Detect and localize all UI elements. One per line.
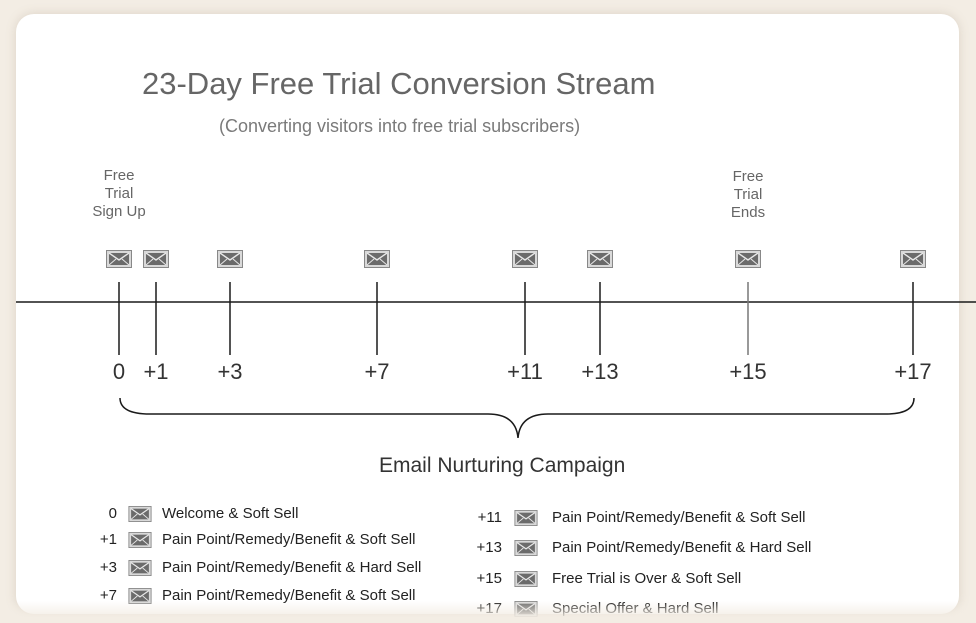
legend-day: +15 bbox=[476, 570, 502, 587]
legend-description: Welcome & Soft Sell bbox=[162, 505, 299, 522]
timeline-day-label: +1 bbox=[143, 359, 169, 384]
campaign-brace bbox=[119, 397, 915, 439]
legend-description: Pain Point/Remedy/Benefit & Hard Sell bbox=[162, 559, 422, 576]
envelope-icon bbox=[128, 588, 152, 604]
legend-day: +3 bbox=[99, 559, 117, 576]
envelope-icon bbox=[735, 250, 761, 268]
envelope-icon bbox=[128, 560, 152, 576]
legend-day: +7 bbox=[99, 587, 117, 604]
envelope-icon bbox=[106, 250, 132, 268]
envelope-icon bbox=[128, 532, 152, 548]
page-title: 23-Day Free Trial Conversion Stream bbox=[142, 66, 656, 101]
legend-day: 0 bbox=[108, 505, 117, 522]
timeline-day-label: +15 bbox=[729, 359, 767, 384]
timeline-day-label: 0 bbox=[112, 359, 126, 384]
envelope-icon bbox=[514, 540, 538, 556]
envelope-icon bbox=[512, 250, 538, 268]
legend-day: +11 bbox=[477, 509, 502, 526]
signup-note: Free Trial Sign Up bbox=[92, 167, 146, 220]
timeline-day-label: +11 bbox=[507, 359, 543, 384]
legend-description: Pain Point/Remedy/Benefit & Soft Sell bbox=[552, 509, 806, 526]
page-subtitle: (Converting visitors into free trial sub… bbox=[219, 116, 581, 136]
envelope-icon bbox=[587, 250, 613, 268]
legend-description: Pain Point/Remedy/Benefit & Soft Sell bbox=[162, 587, 416, 604]
legend-day: +1 bbox=[99, 531, 117, 548]
envelope-icon bbox=[217, 250, 243, 268]
timeline-day-label: +3 bbox=[217, 359, 243, 384]
timeline-day-label: +13 bbox=[581, 359, 619, 384]
envelope-icon bbox=[514, 510, 538, 526]
envelope-icon bbox=[143, 250, 169, 268]
timeline-day-label: +7 bbox=[364, 359, 390, 384]
envelope-icon bbox=[514, 571, 538, 587]
diagram-card bbox=[16, 14, 959, 614]
bottom-fade bbox=[0, 601, 976, 623]
legend-day: +13 bbox=[476, 539, 502, 556]
campaign-title: Email Nurturing Campaign bbox=[379, 454, 626, 477]
legend-description: Pain Point/Remedy/Benefit & Soft Sell bbox=[162, 531, 416, 548]
envelope-icon bbox=[128, 506, 152, 522]
legend-description: Free Trial is Over & Soft Sell bbox=[552, 570, 742, 587]
trial-ends-note: Free Trial Ends bbox=[730, 168, 766, 221]
legend-description: Pain Point/Remedy/Benefit & Hard Sell bbox=[552, 539, 812, 556]
timeline-day-label: +17 bbox=[894, 359, 932, 384]
envelope-icon bbox=[900, 250, 926, 268]
envelope-icon bbox=[364, 250, 390, 268]
